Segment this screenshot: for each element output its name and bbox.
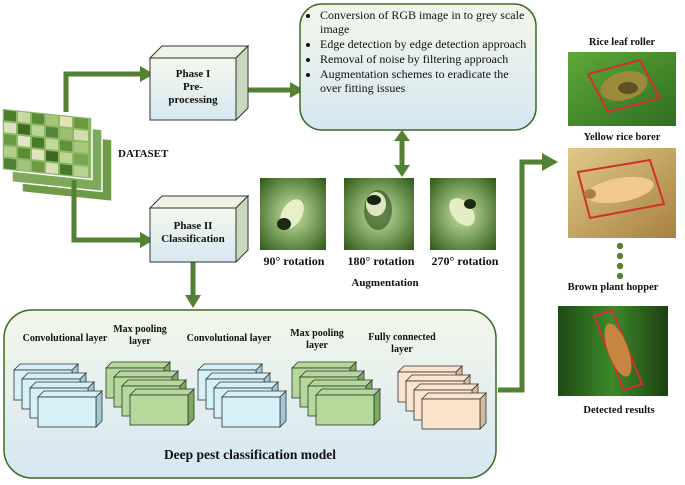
augmentation-title: Augmentation [351, 277, 419, 289]
augmentation-images [260, 178, 496, 250]
result-image-plant-hopper [558, 306, 668, 396]
rotation-270-label: 270° rotation [431, 254, 499, 268]
phase2-label: Phase II Classification [153, 220, 233, 246]
step-item: Removal of noise by filtering approach [320, 52, 528, 66]
phase1-line3: processing [168, 94, 218, 106]
layer-block [221, 390, 287, 428]
arrow-dataset-to-phase2 [71, 180, 140, 243]
arrow-model-to-results [498, 159, 545, 393]
layer-stack-3 [197, 363, 287, 428]
layer-stack-4 [291, 361, 381, 426]
layer-block [315, 388, 381, 426]
phase1-line2: Pre- [183, 81, 203, 93]
layer-stack-5 [397, 365, 487, 430]
layer-block [37, 390, 103, 428]
layer-label-3: Convolutional layer [186, 333, 272, 344]
pest-label-plant-hopper: Brown plant hopper [567, 282, 659, 293]
phase2-line1: Phase II [173, 220, 213, 232]
detected-images [558, 52, 676, 396]
layer-block [421, 392, 487, 430]
phase2-cube [148, 194, 250, 264]
aug-image-180 [344, 178, 414, 250]
arrow-dataset-to-phase1 [63, 71, 140, 112]
phase1-label: Phase I Pre- processing [153, 68, 233, 107]
model-title: Deep pest classification model [163, 447, 337, 462]
layer-label-5: Fully connected layer [368, 332, 436, 355]
dataset-arrows [63, 71, 545, 393]
phase1-line1: Phase I [175, 68, 211, 80]
phase2-line2: Classification [161, 233, 225, 245]
step-item: Conversion of RGB image in to grey scale… [320, 8, 528, 36]
layer-label-4: Max pooling layer [290, 328, 344, 351]
results-caption: Detected results [583, 405, 655, 416]
step-item: Edge detection by edge detection approac… [320, 37, 528, 51]
rotation-180-label: 180° rotation [347, 254, 415, 268]
layer-stack-2 [105, 361, 195, 426]
dataset-label: DATASET [118, 148, 169, 160]
continuation-dots [616, 242, 624, 280]
aug-image-90 [260, 178, 326, 250]
dataset-image-stack [1, 107, 113, 203]
layer-label-1: Convolutional layer [22, 333, 108, 344]
layer-block [129, 388, 195, 426]
layer-label-2: Max pooling layer [113, 324, 167, 347]
step-item: Augmentation schemes to eradicate the ov… [320, 67, 528, 95]
pest-label-yellow-borer: Yellow rice borer [583, 132, 661, 143]
result-image-yellow-borer [568, 148, 676, 238]
arrowheads [140, 66, 558, 308]
preprocessing-panel [299, 3, 537, 131]
result-image-leaf-roller [568, 52, 676, 126]
aug-image-270 [430, 178, 496, 250]
pest-label-leaf-roller: Rice leaf roller [588, 37, 656, 48]
phase1-cube [148, 44, 250, 122]
cnn-layer-stacks [13, 361, 487, 430]
rotation-90-label: 90° rotation [263, 254, 325, 268]
layer-stack-1 [13, 363, 103, 428]
preprocessing-steps: Conversion of RGB image in to grey scale… [306, 8, 528, 96]
